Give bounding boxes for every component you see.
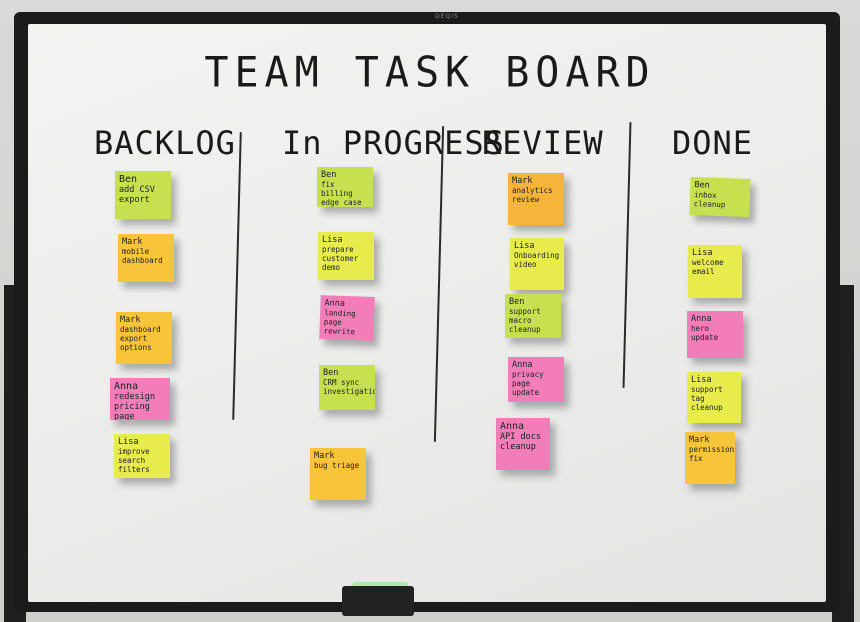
marker-tray-light <box>352 582 408 588</box>
sticky-note[interactable]: Anna hero update <box>687 311 743 358</box>
column-heading-review: REVIEW <box>482 124 604 162</box>
note-task: welcome email <box>692 258 724 276</box>
note-task: CRM sync investigation <box>323 378 375 396</box>
note-task: support tag cleanup <box>691 385 723 412</box>
sticky-note[interactable]: Lisa welcome email <box>688 245 742 298</box>
note-assignee: Anna <box>114 381 139 392</box>
note-assignee: Ben <box>509 297 525 307</box>
note-task: permissions fix <box>689 445 735 463</box>
sticky-note[interactable]: Mark dashboard export options <box>116 312 172 364</box>
note-assignee: Anna <box>500 421 525 432</box>
note-task: add CSV export <box>119 185 155 205</box>
note-assignee: Mark <box>689 435 710 445</box>
note-task: mobile dashboard <box>122 247 163 265</box>
sticky-note[interactable]: Ben CRM sync investigation <box>319 365 375 410</box>
note-task: dashboard export options <box>120 325 161 352</box>
sticky-note[interactable]: Mark analytics review <box>508 173 564 225</box>
note-assignee: Mark <box>120 315 141 325</box>
note-task: API docs cleanup <box>500 432 541 452</box>
column-heading-done: DONE <box>672 124 754 162</box>
sticky-note[interactable]: Mark mobile dashboard <box>118 234 174 282</box>
note-task: prepare customer demo <box>322 245 359 272</box>
note-task: fix billing edge case <box>321 180 362 207</box>
note-assignee: Ben <box>321 170 337 180</box>
note-task: Onboarding video <box>514 251 560 269</box>
sticky-note[interactable]: Anna privacy page update <box>508 357 564 402</box>
sticky-note[interactable]: Anna landing page rewrite <box>319 295 375 341</box>
note-task: inbox cleanup <box>693 190 726 210</box>
board-title: TEAM TASK BOARD <box>204 48 656 98</box>
note-assignee: Mark <box>122 237 143 247</box>
sticky-note[interactable]: Anna redesign pricing page <box>110 378 170 420</box>
note-task: privacy page update <box>512 370 544 397</box>
sticky-note[interactable]: Mark permissions fix <box>685 432 735 484</box>
sticky-note[interactable]: Lisa prepare customer demo <box>318 232 374 280</box>
column-heading-in-progress: In PROGRESS <box>282 124 505 162</box>
marker-tray <box>342 586 414 616</box>
note-assignee: Ben <box>323 368 339 378</box>
note-assignee: Anna <box>691 314 712 324</box>
note-assignee: Lisa <box>692 248 713 258</box>
note-assignee: Mark <box>314 451 335 461</box>
note-task: redesign pricing page <box>114 392 155 420</box>
note-assignee: Lisa <box>118 437 139 447</box>
note-assignee: Anna <box>512 360 533 370</box>
sticky-note[interactable]: Ben support macro cleanup <box>505 294 561 338</box>
sticky-note[interactable]: Ben add CSV export <box>115 171 171 219</box>
note-task: landing page rewrite <box>323 308 356 337</box>
note-assignee: Mark <box>512 176 533 186</box>
sticky-note[interactable]: Ben fix billing edge case <box>317 167 373 207</box>
note-task: analytics review <box>512 186 553 204</box>
note-task: support macro cleanup <box>509 307 541 334</box>
note-task: bug triage <box>314 461 360 470</box>
column-heading-backlog: BACKLOG <box>94 124 236 162</box>
brand-label: DEQIS <box>435 13 459 20</box>
note-task: hero update <box>691 324 719 342</box>
sticky-note[interactable]: Lisa Onboarding video <box>510 238 564 290</box>
sticky-note[interactable]: Ben inbox cleanup <box>689 176 751 218</box>
note-assignee: Ben <box>119 174 138 185</box>
note-assignee: Lisa <box>322 235 343 245</box>
note-assignee: Lisa <box>514 241 535 251</box>
note-assignee: Lisa <box>691 375 712 385</box>
note-task: improve search filters <box>118 447 150 474</box>
sticky-note[interactable]: Lisa improve search filters <box>114 434 170 478</box>
sticky-note[interactable]: Lisa support tag cleanup <box>687 372 741 423</box>
sticky-note[interactable]: Anna API docs cleanup <box>496 418 550 470</box>
sticky-note[interactable]: Mark bug triage <box>310 448 366 500</box>
